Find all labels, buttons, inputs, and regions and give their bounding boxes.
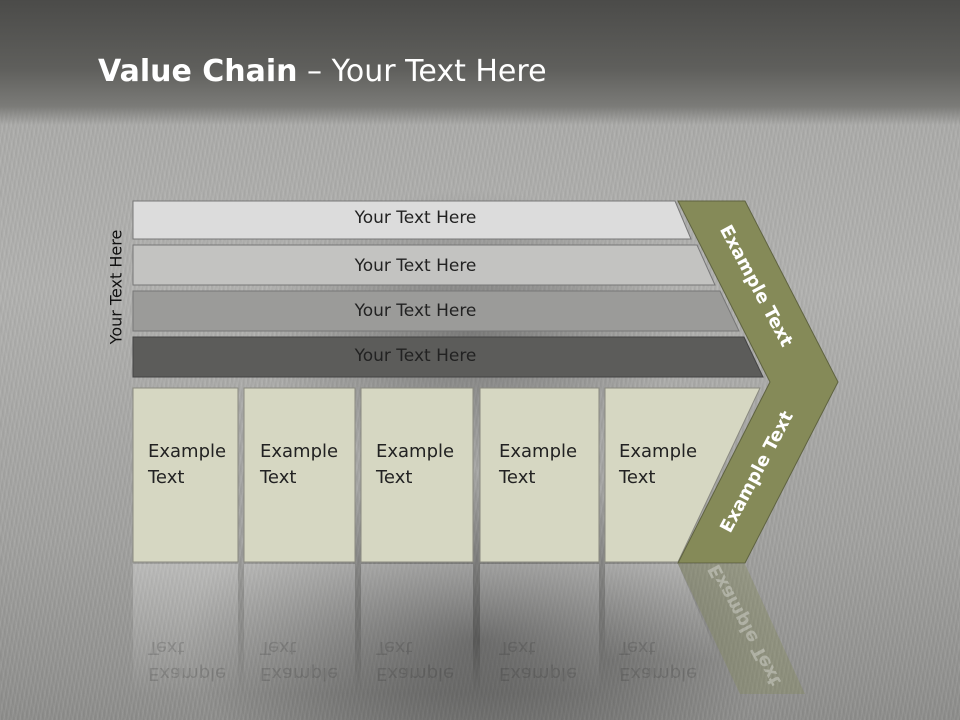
reflection-line1: Example [148, 663, 227, 684]
reflection-line1: Example [260, 663, 339, 684]
reflection-line1: Example [376, 663, 455, 684]
reflection-box-5 [605, 564, 720, 660]
support-bar-4[interactable] [132, 336, 764, 378]
reflection-line2: Text [148, 637, 185, 658]
support-bar-1-label: Your Text Here [354, 208, 477, 228]
title-bold: Value Chain [98, 54, 298, 89]
reflection-label-4: Example Text [499, 634, 577, 686]
box-label-line1: Example [148, 441, 227, 462]
reflection-chevron [678, 564, 805, 694]
reflection-line1: Example [499, 663, 578, 684]
title-rest: – Your Text Here [297, 54, 547, 89]
slide-title: Value Chain – Your Text Here [98, 54, 547, 89]
box-label-line2: Text [260, 467, 297, 488]
box-label-line1: Example [260, 441, 339, 462]
reflection-line1: Example [619, 663, 698, 684]
reflection-box-4 [480, 564, 599, 694]
support-bar-4-label: Your Text Here [354, 346, 477, 366]
box-label-line2: Text [148, 467, 185, 488]
primary-box-1[interactable] [132, 387, 239, 563]
reflection-label-2: Example Text [260, 634, 338, 686]
box-label-line1: Example [499, 441, 578, 462]
support-bar-1[interactable] [132, 200, 692, 240]
support-bar-3-label: Your Text Here [354, 301, 477, 321]
reflection-label-1: Example Text [148, 634, 226, 686]
margin-chevron[interactable] [677, 200, 839, 564]
reflection-box-2 [244, 564, 355, 694]
support-bar-2-label: Your Text Here [354, 256, 477, 276]
reflection-label-3: Example Text [376, 634, 454, 686]
reflection-label-5: Example Text [619, 634, 697, 686]
box-label-line1: Example [619, 441, 698, 462]
primary-box-3[interactable] [360, 387, 474, 563]
reflection-line2: Text [376, 637, 413, 658]
reflection-box-1 [133, 564, 238, 694]
support-bar-3[interactable] [132, 290, 740, 332]
primary-box-4[interactable] [479, 387, 600, 563]
reflection-line2: Text [499, 637, 536, 658]
support-bar-2[interactable] [132, 244, 716, 286]
box-label-line2: Text [499, 467, 536, 488]
box-label-line2: Text [619, 467, 656, 488]
box-label-line1: Example [376, 441, 455, 462]
reflection-line2: Text [260, 637, 297, 658]
header-bar [0, 0, 960, 125]
reflection-box-3 [361, 564, 473, 694]
box-label-line2: Text [376, 467, 413, 488]
primary-box-2[interactable] [243, 387, 356, 563]
reflection-line2: Text [619, 637, 656, 658]
